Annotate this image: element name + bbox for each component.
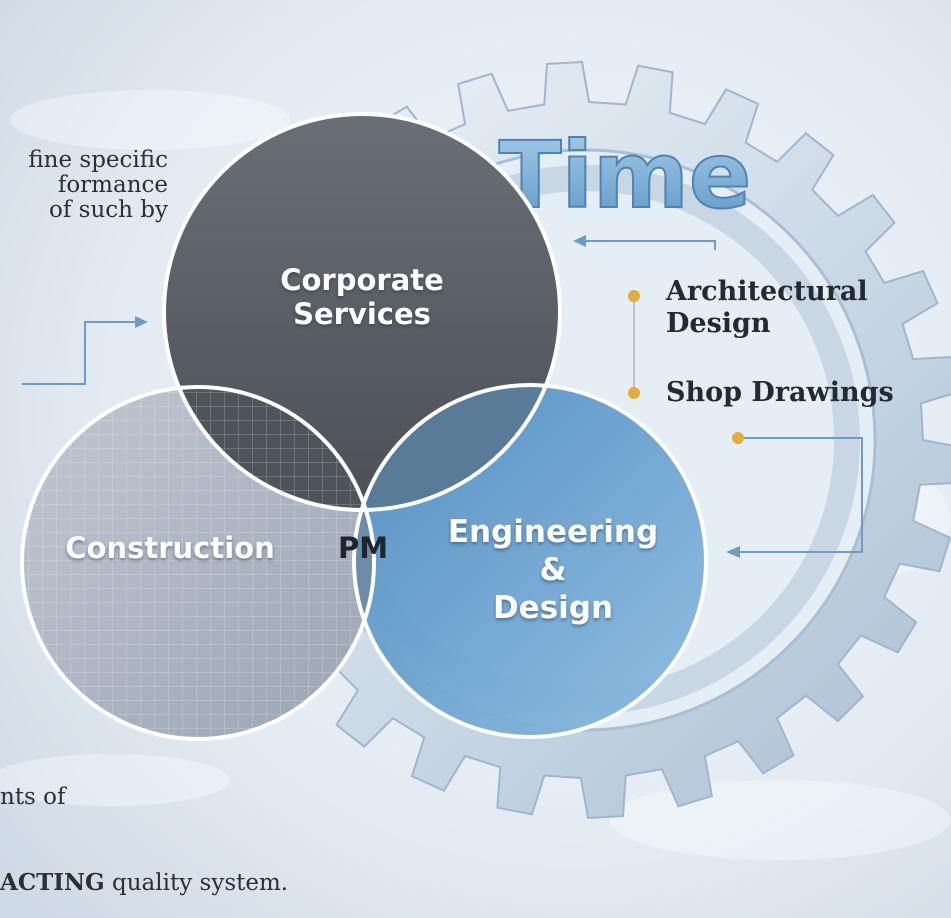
text-fragment-line: of such by bbox=[48, 197, 168, 223]
engineering-label-line1: Engineering bbox=[447, 514, 659, 550]
text-fragment-bottom-1: nts of bbox=[0, 784, 66, 810]
bullet-dot bbox=[628, 387, 640, 399]
text-fragment-top: fine specific formance of such by bbox=[0, 148, 168, 223]
architectural-design-label: Architectural Design bbox=[666, 276, 868, 340]
text-fragment-bottom-2: ACTING quality system. bbox=[0, 870, 288, 896]
construction-outline bbox=[20, 385, 376, 741]
shop-drawings-label: Shop Drawings bbox=[666, 377, 894, 408]
engineering-label-line3: Design bbox=[492, 590, 614, 626]
engineering-design-label: Engineering & Design bbox=[428, 513, 678, 627]
corporate-services-label: Corporate Services bbox=[262, 263, 462, 331]
text-fragment-line: formance bbox=[57, 172, 168, 198]
pm-label: PM bbox=[337, 531, 389, 565]
text-fragment-line: fine specific bbox=[28, 147, 168, 173]
regular-fragment: quality system. bbox=[104, 870, 289, 896]
overlap-corp-eng bbox=[354, 385, 560, 510]
corporate-outline bbox=[162, 112, 562, 512]
bold-fragment: ACTING bbox=[0, 869, 105, 896]
venn-diagram bbox=[20, 112, 708, 741]
top-arrow bbox=[585, 240, 716, 250]
gear-title: Time bbox=[499, 122, 752, 229]
connector-arrows bbox=[22, 235, 863, 558]
engineering-label-line2: & bbox=[539, 552, 567, 588]
left-arrow bbox=[22, 321, 135, 385]
engineering-outline bbox=[352, 383, 708, 739]
bullet-label-line2: Design bbox=[666, 308, 771, 339]
bullet-dot bbox=[628, 290, 640, 302]
construction-label: Construction bbox=[65, 531, 275, 565]
bullet-dot bbox=[732, 432, 744, 444]
right-arrow bbox=[740, 437, 863, 553]
overlap-corp-cons bbox=[164, 387, 374, 510]
corporate-label-line2: Services bbox=[293, 297, 431, 331]
bullet-label-line1: Architectural bbox=[666, 276, 868, 307]
corporate-label-line1: Corporate bbox=[280, 263, 444, 297]
